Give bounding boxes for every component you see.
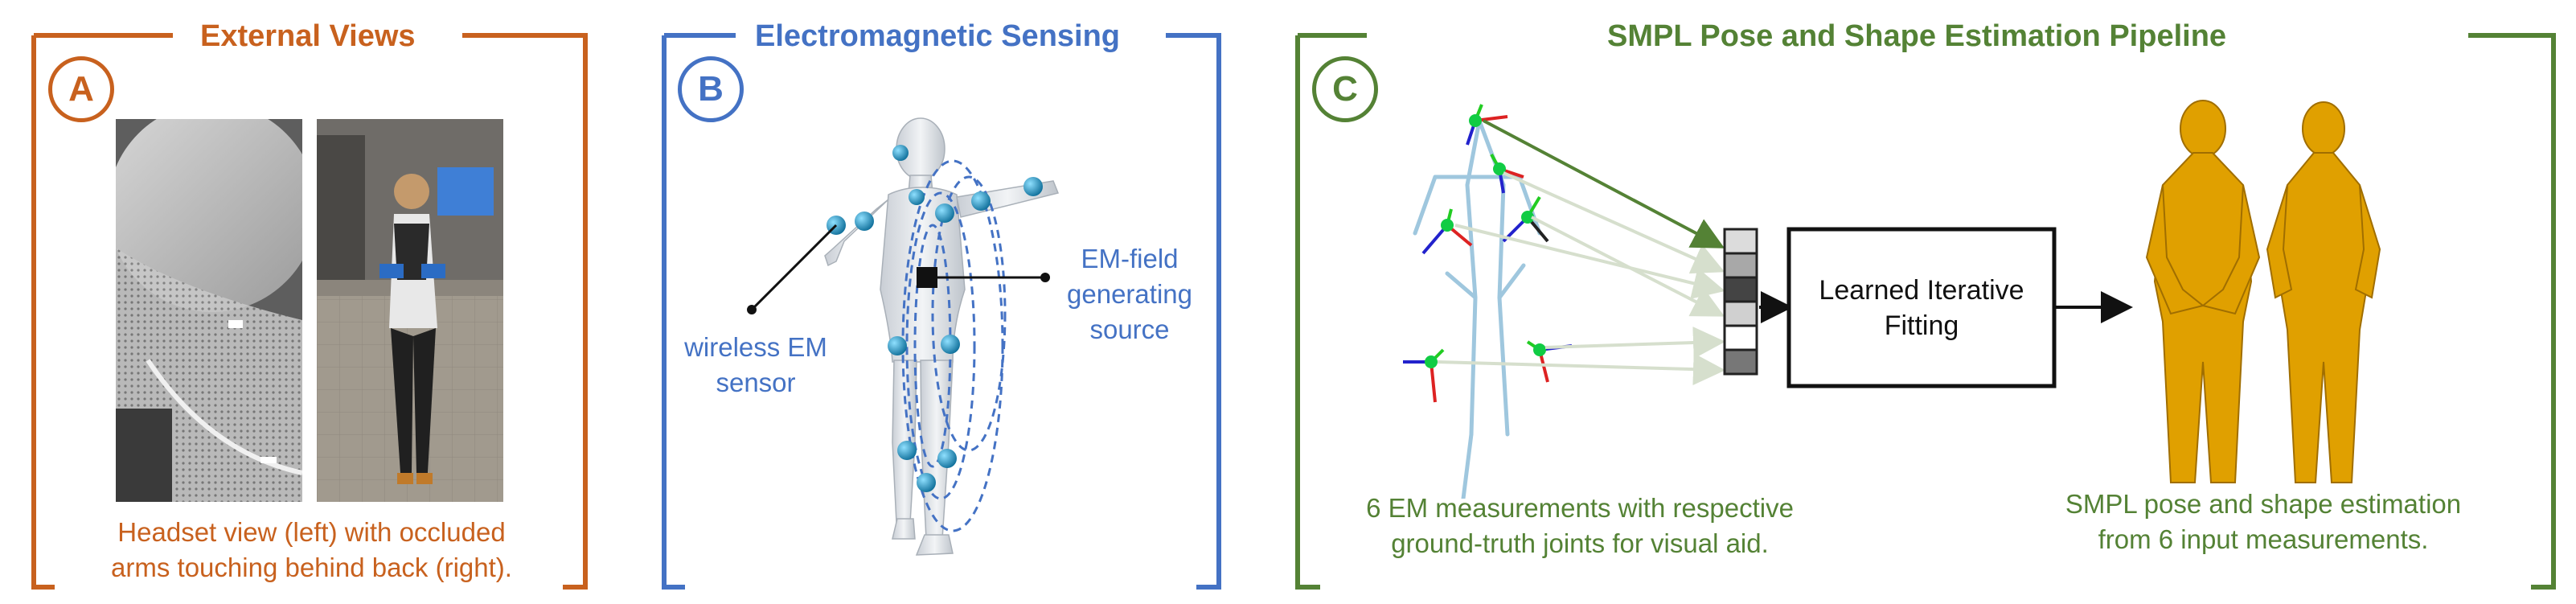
label-wireless-em-sensor: wireless EM sensor	[675, 330, 836, 401]
measurement-arrows	[1437, 171, 1725, 386]
panel-c-caption-left: 6 EM measurements with respective ground…	[1319, 491, 1841, 561]
panel-a-caption-line2: arms touching behind back (right).	[111, 553, 512, 582]
fitting-box-frame	[1786, 227, 2057, 388]
panel-c-letter: C	[1312, 56, 1378, 122]
panel-b-title: Electromagnetic Sensing	[744, 18, 1132, 55]
person-back-view-photo	[317, 119, 503, 502]
caption-right-line1: SMPL pose and shape estimation	[2065, 489, 2462, 519]
panel-a-letter: A	[48, 56, 114, 122]
panel-a-title: External Views	[189, 18, 427, 55]
mannequin	[824, 117, 1060, 556]
caption-left-line2: ground-truth joints for visual aid.	[1391, 528, 1769, 558]
panel-c-caption-right: SMPL pose and shape estimation from 6 in…	[2010, 487, 2517, 557]
measurement-vector	[1723, 228, 1758, 376]
label-sensor-line2: sensor	[716, 368, 796, 397]
label-source-line2: generating	[1067, 279, 1192, 309]
label-source-line1: EM-field	[1081, 244, 1179, 273]
em-sensors	[827, 145, 1043, 492]
skeleton	[1413, 118, 1542, 499]
panel-a-caption-line1: Headset view (left) with occluded	[117, 517, 506, 547]
caption-left-line1: 6 EM measurements with respective	[1366, 493, 1794, 523]
sensor-frames	[1403, 104, 1573, 403]
highlight-arrow	[1483, 119, 1725, 249]
panel-c-title: SMPL Pose and Shape Estimation Pipeline	[1596, 18, 2238, 55]
caption-right-line2: from 6 input measurements.	[2098, 524, 2429, 554]
pipeline-figure	[1403, 100, 2381, 499]
smpl-body-front	[2266, 101, 2381, 483]
headset-view-photo	[116, 119, 302, 502]
panel-a-caption: Headset view (left) with occluded arms t…	[48, 515, 575, 586]
panel-b-letter: B	[678, 56, 744, 122]
label-em-field-source: EM-field generating source	[1045, 241, 1214, 347]
smpl-body-back	[2145, 100, 2261, 483]
label-source-line3: source	[1089, 314, 1170, 344]
learned-iterative-fitting-box: Learned Iterative Fitting	[1819, 274, 2024, 341]
em-source-cube	[917, 267, 937, 288]
em-sensing-figure	[747, 117, 1060, 556]
label-sensor-line1: wireless EM	[684, 332, 827, 362]
